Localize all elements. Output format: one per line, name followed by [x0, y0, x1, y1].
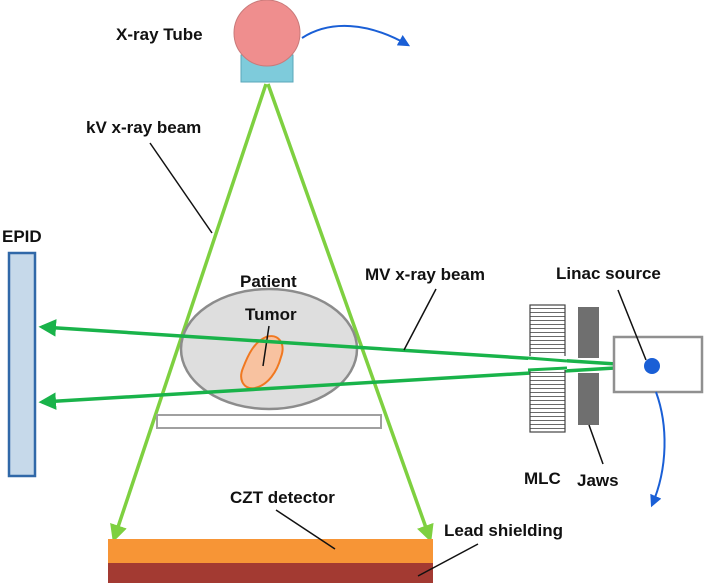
linac-source-leader	[617, 289, 647, 361]
mlc-beam-lower-segment	[527, 366, 568, 372]
czt-detector	[108, 539, 433, 564]
mlc-beam-upper-segment	[527, 356, 568, 363]
jaw-upper	[578, 307, 599, 358]
linac-source-label: Linac source	[556, 264, 661, 283]
epid-panel	[7, 251, 37, 478]
lead-shielding-label: Lead shielding	[444, 521, 563, 540]
treatment-couch	[156, 414, 382, 429]
lead-shielding-leader	[417, 543, 479, 577]
jaw-lower	[578, 373, 599, 425]
linac-rotation-arrow	[650, 391, 666, 508]
mlc-label: MLC	[524, 469, 561, 488]
czt-detector-leader	[275, 509, 336, 550]
patient-label: Patient	[240, 272, 297, 291]
epid-label: EPID	[2, 227, 42, 246]
tumor-leader	[262, 325, 270, 367]
mv-beam-leader	[403, 288, 437, 351]
linac-source	[644, 358, 660, 374]
czt-detector-label: CZT detector	[230, 488, 335, 507]
kv-beam-leader	[149, 142, 213, 234]
mv-beam-label: MV x-ray beam	[365, 265, 485, 284]
jaws-leader	[588, 424, 604, 465]
kv-beam-label: kV x-ray beam	[86, 118, 201, 137]
tumor-label: Tumor	[245, 305, 297, 324]
xray-tube	[233, 0, 301, 67]
jaws-label: Jaws	[577, 471, 619, 490]
xray-tube-label: X-ray Tube	[116, 25, 203, 44]
tube-rotation-arrow	[301, 24, 411, 47]
kv-beam-left-edge	[110, 83, 268, 543]
kv-beam-right-edge	[266, 83, 434, 543]
lead-shielding	[108, 563, 433, 583]
